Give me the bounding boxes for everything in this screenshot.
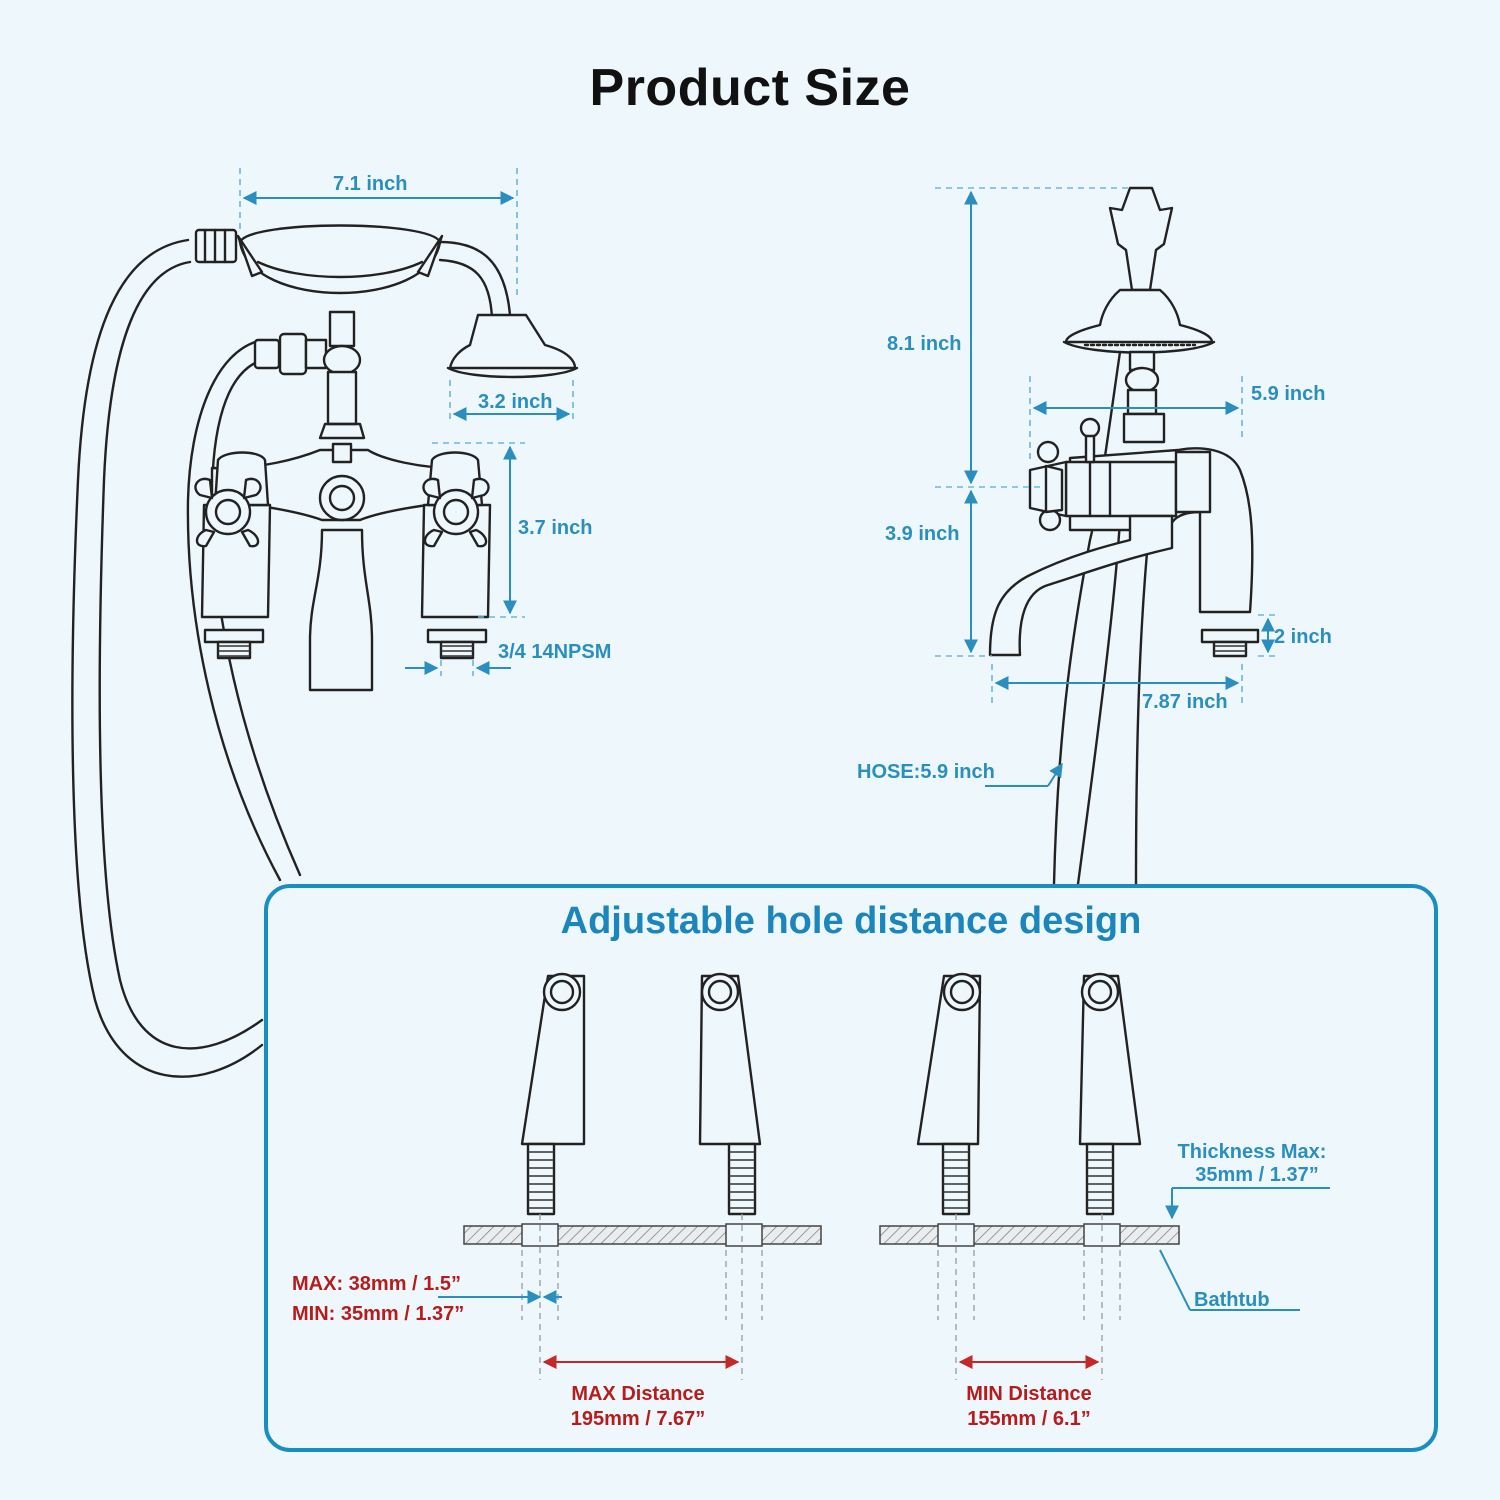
hole-distance-panel — [264, 884, 1438, 1452]
dim-height-upper-label: 8.1 inch — [887, 333, 961, 355]
dim-handshower-label: 3.2 inch — [478, 391, 552, 413]
side-dimensions — [935, 187, 1278, 787]
dim-height-lower-label: 3.9 inch — [885, 523, 959, 545]
hole-min-label: MIN: 35mm / 1.37” — [292, 1303, 464, 1325]
bathtub-plate-left — [463, 1223, 822, 1247]
dim-width-label: 7.1 inch — [333, 173, 407, 195]
bathtub-leader — [1159, 1249, 1191, 1311]
dim-spout-reach-label: 7.87 inch — [1142, 691, 1228, 713]
max-distance-title: MAX Distance — [571, 1383, 704, 1405]
leg-2 — [698, 972, 762, 1216]
dim-depth-label: 5.9 inch — [1251, 383, 1325, 405]
leg-3 — [916, 972, 982, 1216]
thickness-title: Thickness Max: — [1178, 1141, 1327, 1163]
bathtub-label: Bathtub — [1194, 1289, 1270, 1311]
min-distance-value: 155mm / 6.1” — [967, 1408, 1090, 1430]
page-title: Product Size — [589, 59, 911, 117]
guide-lines — [521, 1214, 1121, 1380]
front-view-faucet — [71, 224, 579, 1078]
dim-shank-label: 2 inch — [1274, 626, 1332, 648]
bathtub-plate-right — [879, 1223, 1180, 1247]
leg-4 — [1078, 972, 1142, 1216]
hole-max-label: MAX: 38mm / 1.5” — [292, 1273, 461, 1295]
min-distance-title: MIN Distance — [966, 1383, 1092, 1405]
max-distance-value: 195mm / 7.67” — [571, 1408, 706, 1430]
thickness-value: 35mm / 1.37” — [1195, 1164, 1318, 1186]
dim-thread-label: 3/4 14NPSM — [498, 641, 611, 663]
dim-leg-height-label: 3.7 inch — [518, 517, 592, 539]
dim-hose-label: HOSE:5.9 inch — [857, 761, 995, 783]
front-dimensions — [239, 168, 574, 676]
leg-1 — [520, 972, 586, 1216]
panel-title: Adjustable hole distance design — [560, 900, 1142, 942]
